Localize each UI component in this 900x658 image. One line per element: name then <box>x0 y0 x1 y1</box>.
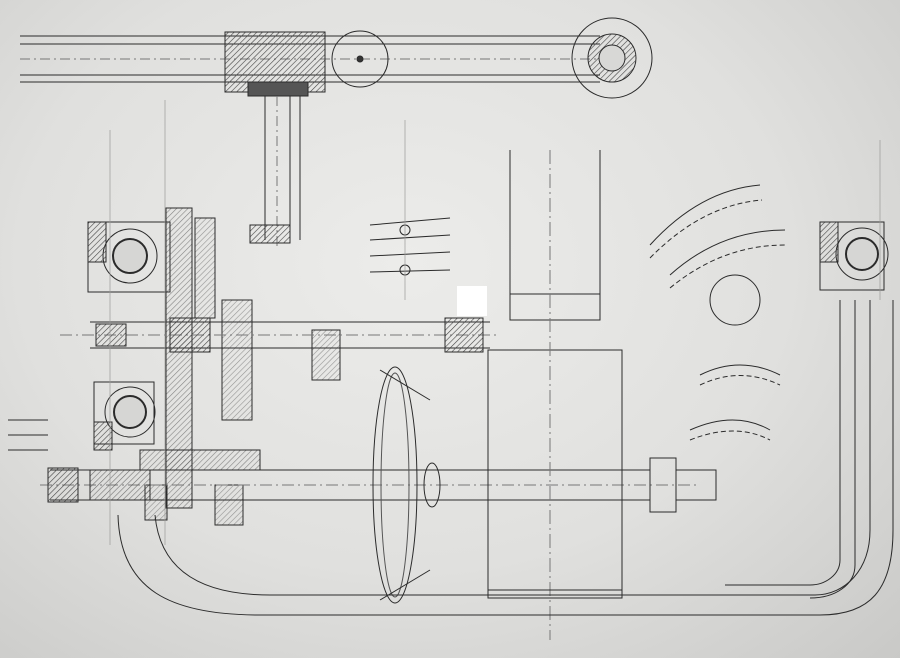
gear-stack <box>144 207 341 526</box>
gear-detail-lower <box>689 419 771 441</box>
lower-shaft <box>40 449 717 513</box>
gear-section-detail <box>369 217 451 276</box>
construction-lines <box>109 100 881 545</box>
paper-patch <box>457 286 487 316</box>
top-bearing <box>571 17 653 99</box>
flywheel <box>372 366 441 604</box>
top-shaft <box>20 31 600 97</box>
upper-left-bearing <box>87 221 171 293</box>
right-bearing <box>819 221 889 291</box>
main-shaft <box>60 317 500 353</box>
gear-detail-upper <box>649 184 786 326</box>
central-housing <box>487 150 623 640</box>
vertical-shaft <box>249 96 301 250</box>
top-pulley <box>331 30 389 88</box>
gear-detail-middle <box>699 364 781 386</box>
u-frame <box>117 300 894 616</box>
left-gear-fragment <box>8 419 48 451</box>
lower-left-bearing <box>93 381 156 451</box>
